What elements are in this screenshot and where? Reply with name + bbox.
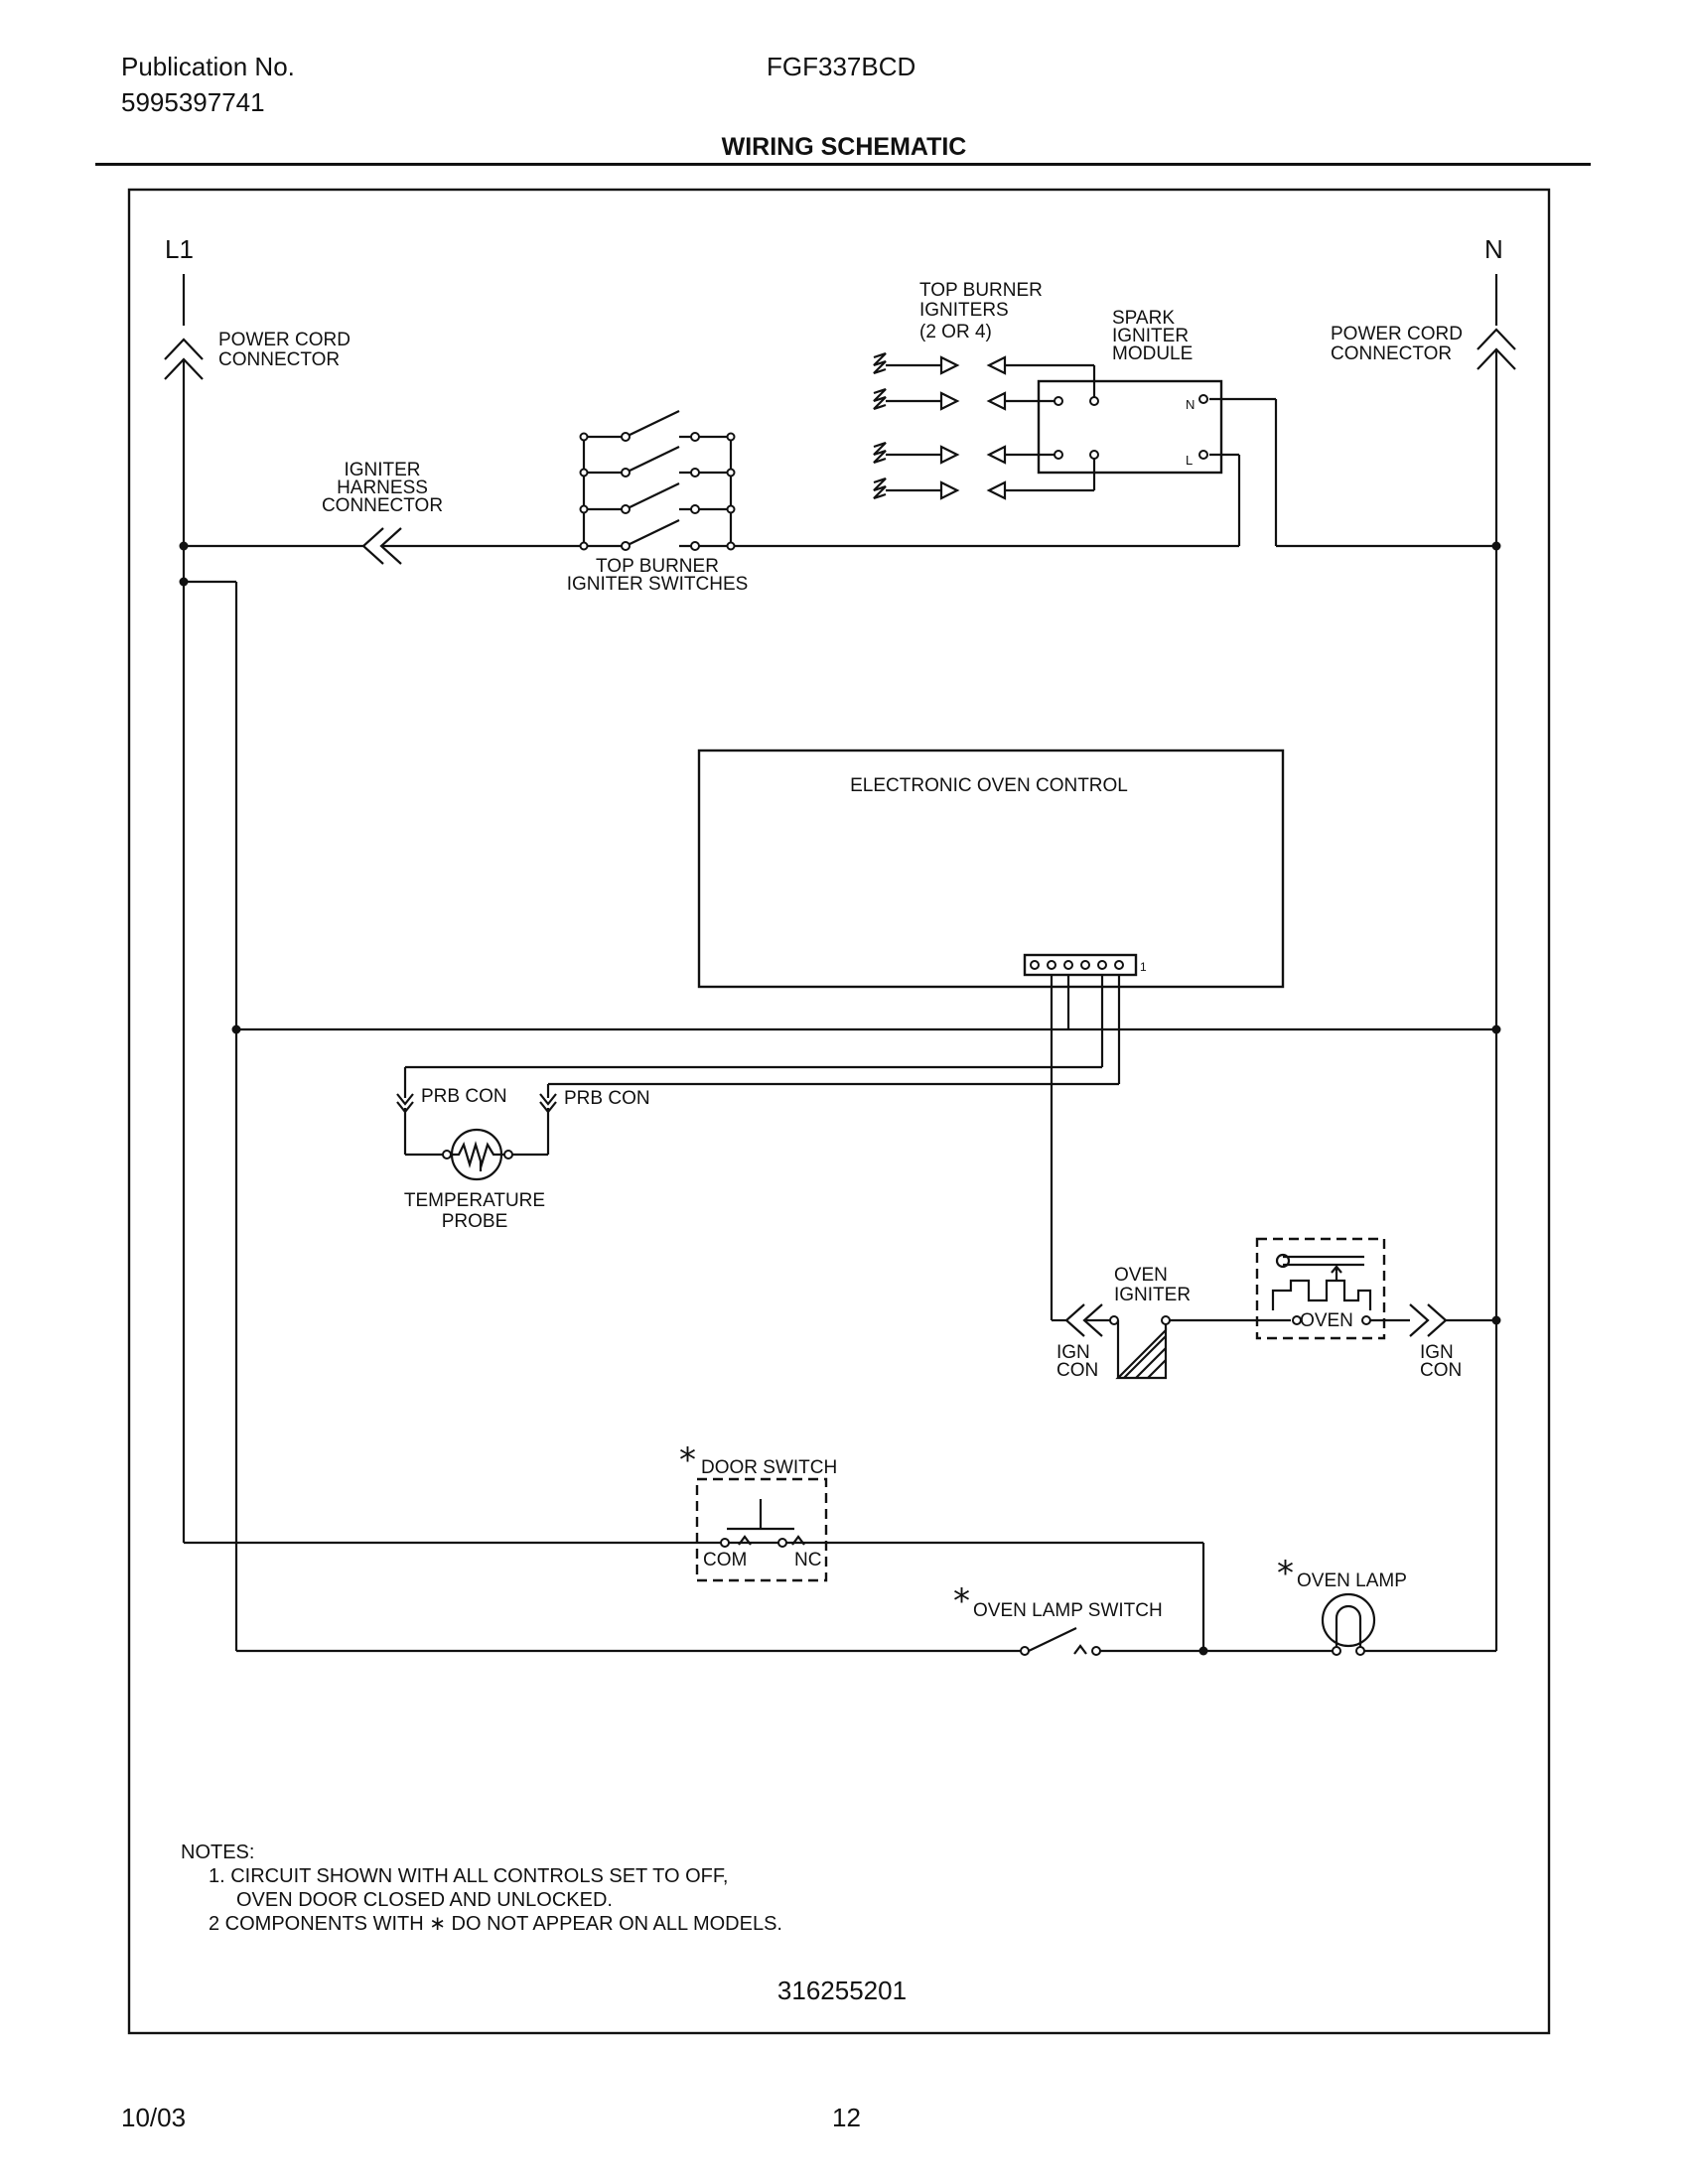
oven-lamp-asterisk: * bbox=[1277, 1554, 1294, 1593]
part-number: 316255201 bbox=[777, 1976, 907, 2005]
notes-heading: NOTES: bbox=[181, 1842, 254, 1863]
door-nc-label: NC bbox=[794, 1550, 821, 1570]
ign-con-left-label-1: IGN bbox=[1056, 1342, 1090, 1363]
spark-module-label-1: SPARK bbox=[1112, 308, 1175, 329]
igniter-harness-circuit bbox=[184, 397, 1496, 565]
page-title: WIRING SCHEMATIC bbox=[721, 133, 967, 161]
junction-dots bbox=[179, 541, 1501, 1325]
note-line-2: OVEN DOOR CLOSED AND UNLOCKED. bbox=[236, 1889, 613, 1911]
l1-label: L1 bbox=[165, 234, 194, 264]
electronic-oven-control bbox=[697, 749, 1285, 989]
door-com-label: COM bbox=[703, 1550, 747, 1570]
publication-label: Publication No. bbox=[121, 52, 295, 81]
oven-igniter-label-1: OVEN bbox=[1114, 1265, 1168, 1286]
temp-probe-label-2: PROBE bbox=[442, 1211, 508, 1232]
temperature-probe-circuit bbox=[396, 975, 1121, 1181]
eoc-pin-label: 1 bbox=[1140, 960, 1147, 974]
neutral-label: N bbox=[1484, 234, 1503, 264]
power-cord-right-label-2: CONNECTOR bbox=[1331, 343, 1452, 364]
power-cord-left-label-1: POWER CORD bbox=[218, 330, 351, 350]
igniter-harness-label-2: HARNESS bbox=[337, 478, 428, 498]
oven-lamp-switch-label: OVEN LAMP SWITCH bbox=[973, 1600, 1163, 1621]
switches-label-2: IGNITER SWITCHES bbox=[567, 574, 749, 595]
title-rule bbox=[95, 163, 1591, 166]
oven-valve-label: OVEN bbox=[1300, 1310, 1353, 1331]
oven-lamp-label: OVEN LAMP bbox=[1297, 1570, 1407, 1591]
igniter-harness-label-1: IGNITER bbox=[344, 460, 420, 480]
control-feed-circuit bbox=[184, 580, 1496, 1651]
oven-igniter-label-2: IGNITER bbox=[1114, 1285, 1191, 1305]
module-n-terminal-label: N bbox=[1186, 397, 1195, 412]
ign-con-right-label-2: CON bbox=[1420, 1360, 1462, 1381]
igniters-label-1: TOP BURNER bbox=[919, 280, 1043, 301]
spark-module-label-2: IGNITER bbox=[1112, 326, 1189, 346]
oven-igniter-circuit bbox=[1064, 1303, 1291, 1380]
oven-valve bbox=[1255, 1237, 1496, 1340]
prb-con-label-2: PRB CON bbox=[564, 1088, 650, 1109]
note-line-1: 1. CIRCUIT SHOWN WITH ALL CONTROLS SET T… bbox=[209, 1865, 728, 1887]
door-switch bbox=[695, 1477, 828, 1582]
igniters-label-2: IGNITERS bbox=[919, 300, 1009, 321]
oven-lamp-switch-asterisk: * bbox=[953, 1581, 970, 1621]
ign-con-left-label-2: CON bbox=[1056, 1360, 1098, 1381]
power-cord-right-label-1: POWER CORD bbox=[1331, 324, 1463, 344]
power-cord-left-label-2: CONNECTOR bbox=[218, 349, 340, 370]
neutral-bus bbox=[1358, 274, 1516, 1653]
model-number: FGF337BCD bbox=[767, 52, 916, 81]
schematic-frame bbox=[127, 188, 1551, 2035]
module-l-terminal-label: L bbox=[1186, 453, 1193, 468]
door-switch-asterisk: * bbox=[679, 1440, 696, 1480]
igniter-harness-label-3: CONNECTOR bbox=[322, 495, 443, 516]
temp-probe-label-1: TEMPERATURE bbox=[404, 1190, 545, 1211]
note-line-3: 2 COMPONENTS WITH ∗ DO NOT APPEAR ON ALL… bbox=[209, 1913, 782, 1935]
eoc-label: ELECTRONIC OVEN CONTROL bbox=[850, 775, 1128, 796]
ign-con-right-label-1: IGN bbox=[1420, 1342, 1454, 1363]
top-burner-igniter-switches bbox=[579, 410, 736, 551]
door-switch-label: DOOR SWITCH bbox=[701, 1457, 837, 1478]
prb-con-label-1: PRB CON bbox=[421, 1086, 507, 1107]
footer-date: 10/03 bbox=[121, 2103, 187, 2132]
switches-label-1: TOP BURNER bbox=[596, 556, 719, 577]
igniters-label-3: (2 OR 4) bbox=[919, 322, 992, 342]
oven-lamp-circuit bbox=[236, 1543, 1336, 1656]
spark-igniter-module bbox=[1037, 379, 1223, 475]
top-burner-igniters bbox=[873, 351, 1096, 500]
l1-bus bbox=[164, 274, 1203, 1545]
footer-page-number: 12 bbox=[832, 2103, 861, 2132]
publication-number: 5995397741 bbox=[121, 87, 265, 117]
oven-lamp bbox=[1321, 1592, 1376, 1656]
spark-module-label-3: MODULE bbox=[1112, 343, 1193, 364]
